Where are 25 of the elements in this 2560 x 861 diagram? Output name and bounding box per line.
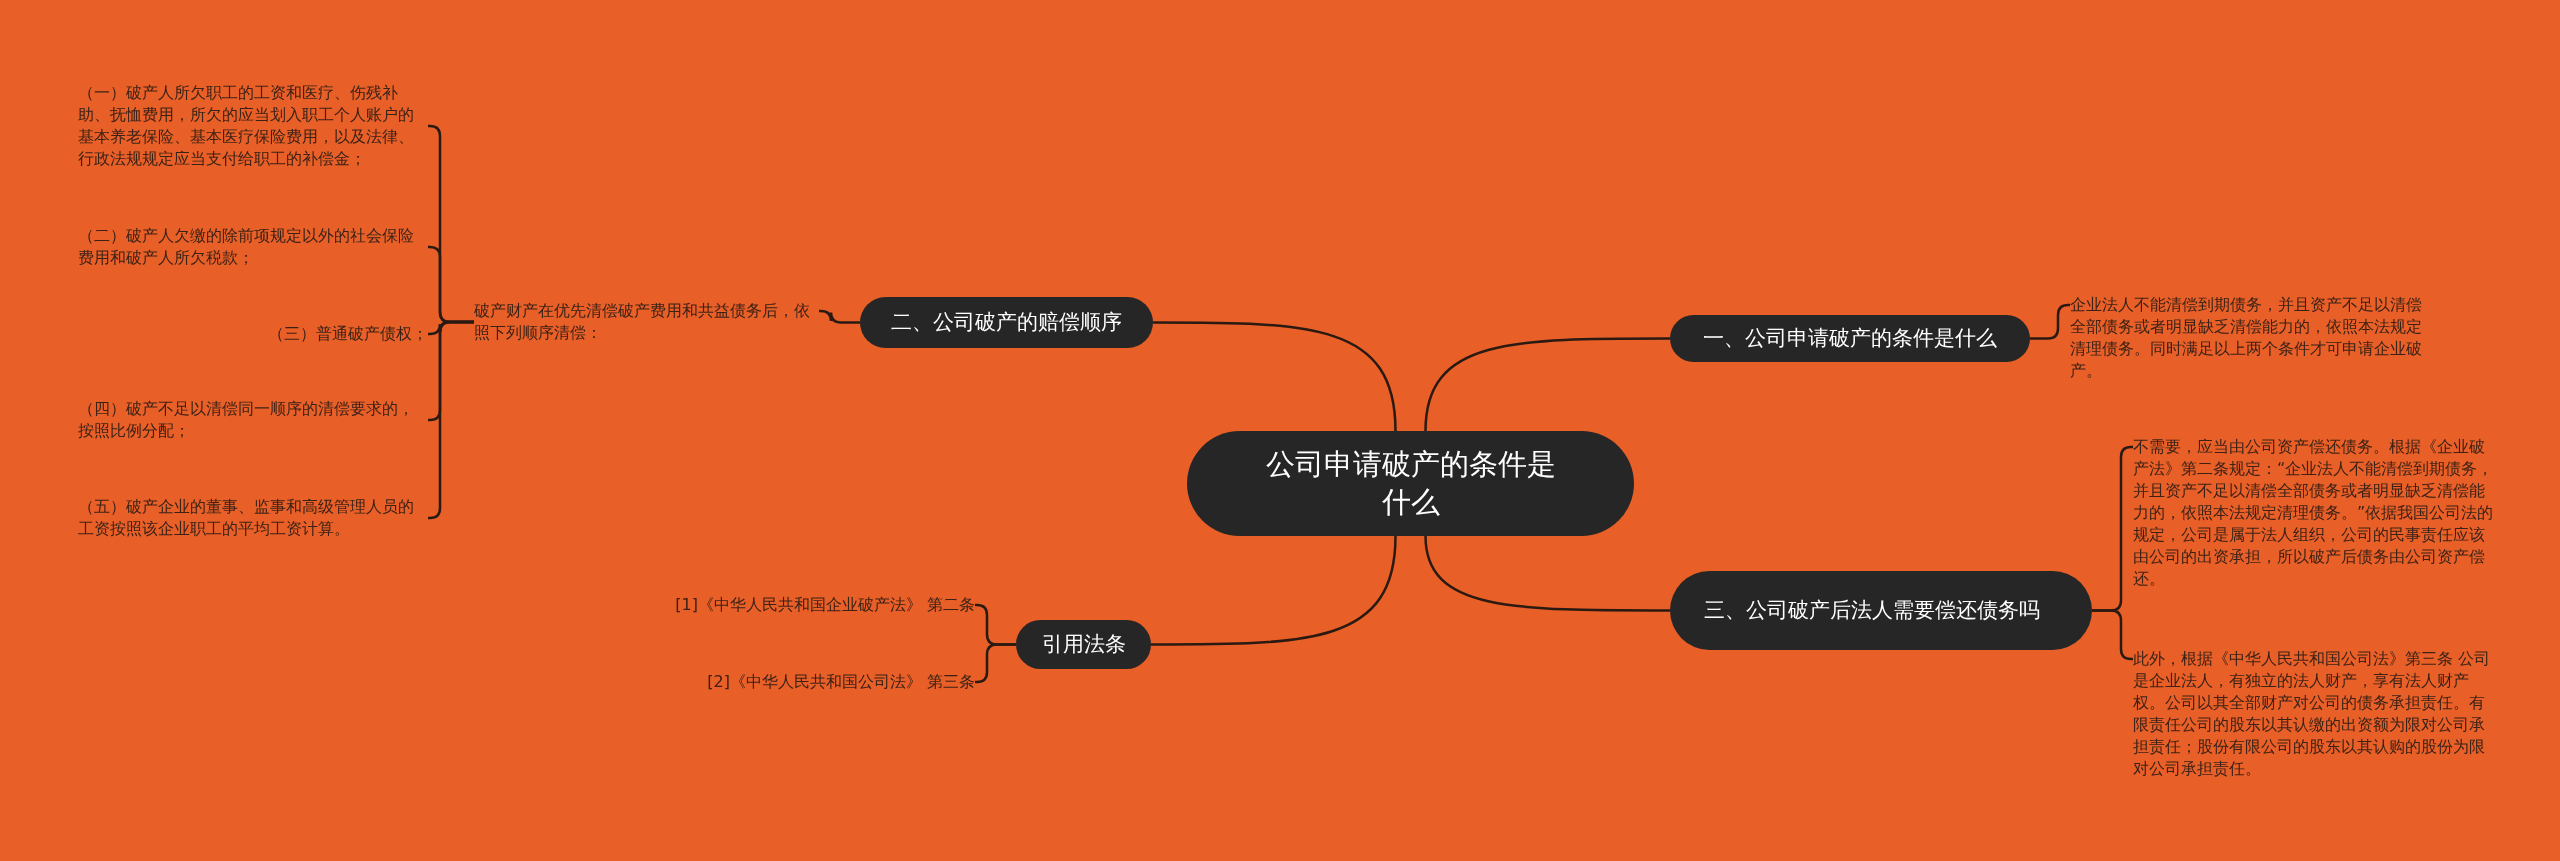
note-text: 企业法人不能清偿到期债务，并且资产不足以清偿全部债务或者明显缺乏清偿能力的，依照本法规定清理债务。同时满足以上两个条件才可申请企业破产。 (2070, 294, 2422, 382)
connector-line (2092, 609, 2133, 661)
note-text: （四）破产不足以清偿同一顺序的清偿要求的，按照比例分配； (78, 398, 428, 442)
topic-pill: 一、公司申请破产的条件是什么 (1670, 315, 2030, 362)
topic-pill: 三、公司破产后法人需要偿还债务吗 (1670, 571, 2092, 650)
central-topic: 公司申请破产的条件是什么 (1187, 431, 1634, 536)
connector-line (428, 320, 474, 520)
connector-line (2030, 303, 2070, 340)
connector-line (1151, 535, 1397, 646)
note-text: 破产财产在优先清偿破产费用和共益债务后，依照下列顺序清偿： (474, 300, 819, 344)
note-text: [1]《中华人民共和国企业破产法》 第二条 (675, 594, 975, 616)
connector-line (1424, 337, 1670, 432)
connector-line (975, 643, 1016, 684)
topic-pill: 二、公司破产的赔偿顺序 (860, 297, 1153, 348)
note-text: （五）破产企业的董事、监事和高级管理人员的工资按照该企业职工的平均工资计算。 (78, 496, 428, 540)
connector-line (1153, 321, 1397, 432)
connector-line (1424, 535, 1670, 612)
note-text: [2]《中华人民共和国公司法》 第三条 (707, 671, 975, 693)
note-text: 此外，根据《中华人民共和国公司法》第三条 公司是企业法人，有独立的法人财产，享有法人财产权。公司以其全部财产对公司的债务承担责任。有限责任公司的股东以其认缴的出资额为限对公司承担责任；股份有限公司的股东以其认购的股份为限对公司承担责任。 (2133, 648, 2495, 780)
note-text: （一）破产人所欠职工的工资和医疗、伤残补助、抚恤费用，所欠的应当划入职工个人账户的基本养老保险、基本医疗保险费用，以及法律、行政法规规定应当支付给职工的补偿金； (78, 82, 428, 170)
topic-pill: 引用法条 (1016, 620, 1151, 669)
note-text: （二）破产人欠缴的除前项规定以外的社会保险费用和破产人所欠税款； (78, 225, 428, 269)
note-text: 不需要，应当由公司资产偿还债务。根据《企业破产法》第二条规定：“企业法人不能清偿到期债务，并且资产不足以清偿全部债务或者明显缺乏清偿能力的，依照本法规定清理债务。”依据我国公司法的规定，公司是属于法人组织，公司的民事责任应该由公司的出资承担，所以破产后债务由公司资产偿还。 (2133, 436, 2495, 590)
note-text: （三）普通破产债权； (268, 323, 428, 345)
connector-line (819, 309, 860, 324)
